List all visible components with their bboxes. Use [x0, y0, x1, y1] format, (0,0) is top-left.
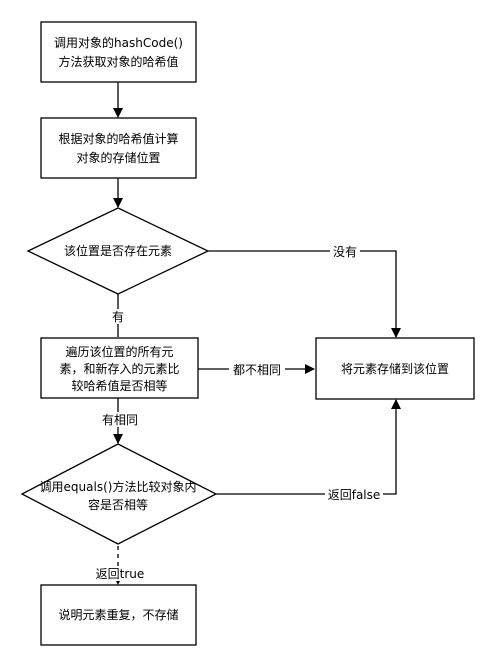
node-get-hash: 调用对象的hashCode() 方法获取对象的哈希值 — [40, 21, 197, 83]
node-has-element-decision: 该位置是否存在元素 — [26, 207, 210, 295]
node-duplicate-text: 说明元素重复，不存储 — [58, 607, 178, 622]
node-has-element-text: 该位置是否存在元素 — [64, 243, 172, 258]
node-traverse: 遍历该位置的所有元 素，和新存入的元素比 较哈希值是否相等 — [40, 337, 199, 399]
edge-label-has: 有 — [112, 310, 124, 324]
node-equals-line-1: 调用equals()方法比较对象内 — [40, 479, 197, 494]
edge-label-no-element: 没有 — [333, 244, 357, 259]
edge-label-some-same: 有相同 — [102, 413, 138, 427]
node-equals-decision: 调用equals()方法比较对象内 容是否相等 — [20, 443, 218, 545]
edge-labels: 没有 有 都不相同 有相同 返回false 返回true — [93, 244, 383, 581]
node-traverse-line-3: 较哈希值是否相等 — [71, 378, 167, 393]
node-store: 将元素存储到该位置 — [315, 337, 475, 400]
node-get-hash-line-1: 调用对象的hashCode() — [54, 35, 183, 50]
node-compute-position-line-2: 对象的存储位置 — [76, 150, 160, 165]
node-get-hash-line-2: 方法获取对象的哈希值 — [58, 54, 178, 69]
edge-label-all-differ: 都不相同 — [233, 363, 281, 377]
node-equals-line-2: 容是否相等 — [88, 497, 148, 512]
node-traverse-line-2: 素，和新存入的元素比 — [59, 361, 179, 376]
edge-equals-to-store — [216, 399, 401, 495]
node-duplicate: 说明元素重复，不存储 — [40, 584, 197, 646]
node-traverse-line-1: 遍历该位置的所有元 — [65, 344, 173, 359]
node-store-text: 将元素存储到该位置 — [341, 361, 449, 376]
edge-label-return-true: 返回true — [96, 567, 145, 581]
edge-label-return-false: 返回false — [328, 488, 381, 502]
node-compute-position: 根据对象的哈希值计算 对象的存储位置 — [40, 117, 197, 179]
edge-check-to-store — [208, 250, 401, 338]
node-compute-position-line-1: 根据对象的哈希值计算 — [58, 131, 178, 146]
